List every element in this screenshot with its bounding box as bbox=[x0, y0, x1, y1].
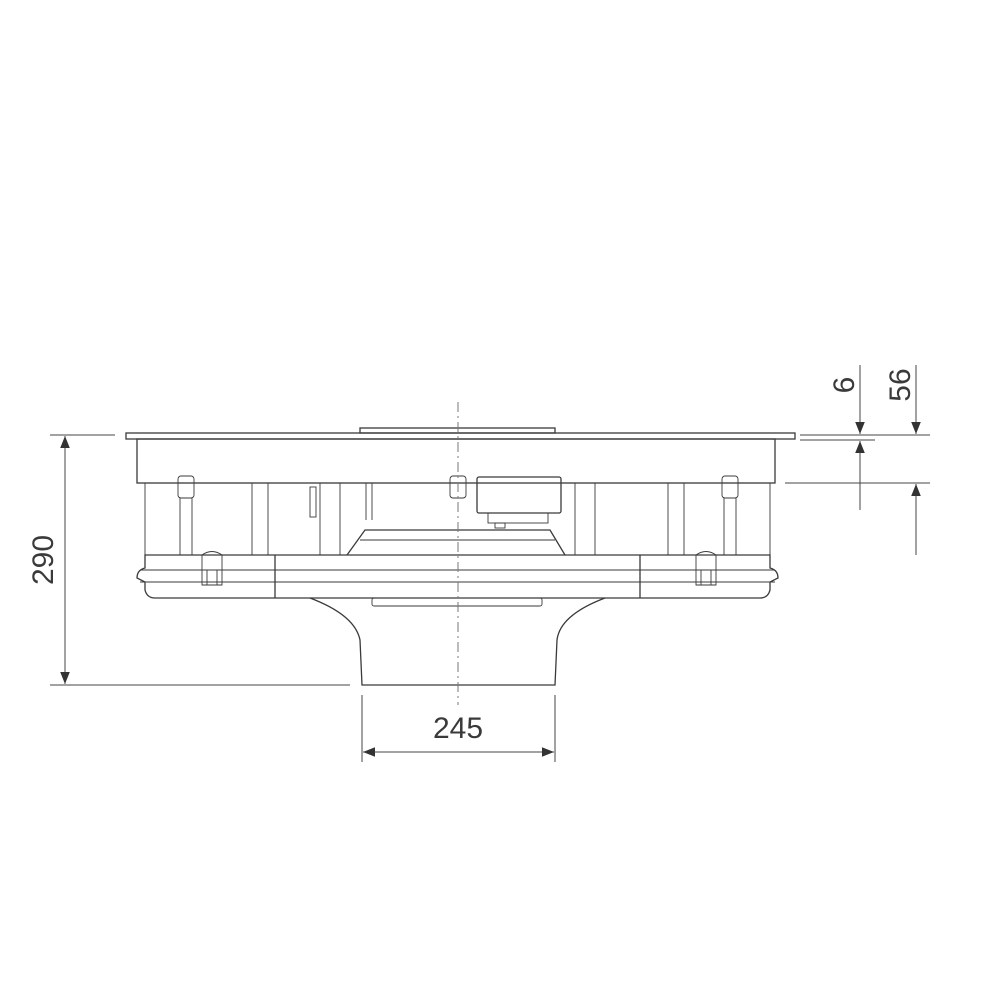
cover-plate bbox=[125, 432, 796, 440]
dimension-label-6: 6 bbox=[828, 377, 861, 394]
dimension-outlet: 245 bbox=[361, 695, 556, 762]
drain-body bbox=[125, 427, 796, 686]
terminal-box bbox=[476, 476, 562, 529]
ribs bbox=[251, 483, 685, 555]
dimension-label-56: 56 bbox=[884, 368, 917, 401]
dimension-height: 290 bbox=[27, 434, 350, 686]
dimension-label-290: 290 bbox=[27, 535, 60, 585]
hub bbox=[346, 529, 566, 556]
dimension-plate: 6 56 bbox=[785, 365, 930, 555]
dimension-label-245: 245 bbox=[433, 712, 483, 745]
